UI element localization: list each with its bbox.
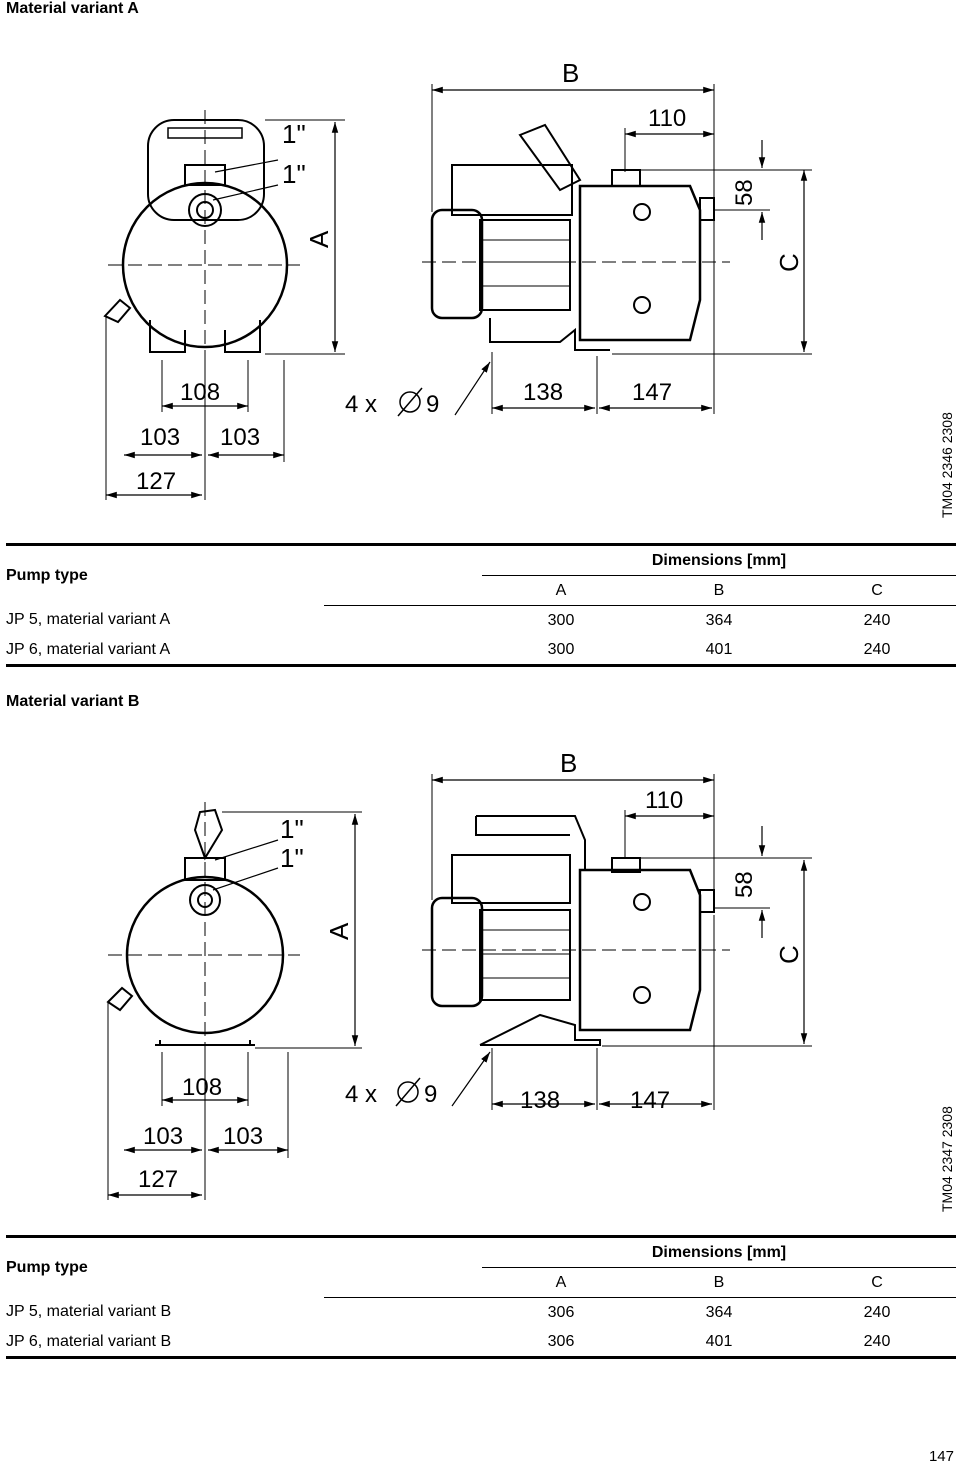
dim-138-label: 138: [520, 1087, 560, 1114]
dim-103-right-label: 103: [223, 1123, 263, 1150]
thread-label-outer: 1": [280, 814, 304, 844]
pump-type-header: Pump type: [6, 543, 324, 606]
table-row: JP 6, material variant A 300 401 240: [6, 635, 956, 667]
dim-147-label: 147: [632, 379, 672, 406]
dim-c-cell: 240: [863, 1303, 891, 1321]
pump-type-cell: JP 5, material variant A: [6, 611, 171, 629]
col-a-header: A: [482, 575, 640, 606]
holes-prefix-label: 4 x: [345, 1081, 377, 1108]
dim-a-label: A: [324, 922, 354, 940]
dim-58-label: 58: [731, 871, 758, 898]
page-number: 147: [928, 1448, 954, 1465]
dimensions-table-b: Pump type Dimensions [mm] A B C JP 5, ma…: [6, 1235, 956, 1359]
col-b-header: B: [640, 575, 798, 606]
dim-a-cell: 306: [482, 1327, 640, 1359]
dim-a-cell: 300: [547, 611, 575, 629]
dim-127-label: 127: [136, 468, 176, 495]
thread-label-inner: 1": [280, 843, 304, 873]
dim-b-cell: 401: [640, 1327, 798, 1359]
dim-103-right-label: 103: [220, 424, 260, 451]
holes-value-label: 9: [426, 391, 439, 418]
dim-110-label: 110: [645, 787, 683, 814]
dim-b-cell: 401: [640, 635, 798, 667]
dim-103-left-label: 103: [143, 1123, 183, 1150]
dim-c-label: C: [774, 253, 804, 272]
dim-a-cell: 300: [482, 635, 640, 667]
dim-a-cell: 306: [547, 1303, 575, 1321]
dim-a-label: A: [304, 230, 334, 248]
pump-housing: [578, 868, 702, 1032]
section-b-heading: Material variant B: [6, 693, 140, 710]
dim-c-cell: 240: [798, 1327, 956, 1359]
thread-label-outer: 1": [282, 119, 306, 149]
pump-housing: [578, 184, 702, 342]
table-row: JP 5, material variant B 306 364 240: [6, 1298, 956, 1328]
dim-108-label: 108: [182, 1074, 222, 1101]
dim-b-cell: 364: [705, 1303, 733, 1321]
dimensions-header: Dimensions [mm]: [482, 1235, 956, 1268]
dim-c-cell: 240: [798, 635, 956, 667]
pump-drawing-variant-a: 1" 1" A 108 103 103 127 4 x 9 B 110 58 C…: [103, 58, 955, 518]
dim-108-label: 108: [180, 379, 220, 406]
pump-type-cell: JP 5, material variant B: [6, 1303, 172, 1321]
table-row: JP 6, material variant B 306 401 240: [6, 1327, 956, 1359]
dim-b-cell: 364: [705, 611, 733, 629]
pump-drawing-variant-b: 1" 1" A 108 103 103 127 4 x 9 B 110 58 C…: [106, 748, 955, 1212]
dim-103-left-label: 103: [140, 424, 180, 451]
table-row: JP 5, material variant A 300 364 240: [6, 606, 956, 636]
dim-c-cell: 240: [863, 611, 891, 629]
pump-type-cell: JP 6, material variant A: [6, 635, 324, 667]
col-a-header: A: [482, 1267, 640, 1298]
col-c-header: C: [798, 575, 956, 606]
col-c-header: C: [798, 1267, 956, 1298]
dim-138-label: 138: [523, 379, 563, 406]
dim-c-label: C: [774, 945, 804, 964]
figure-id-a: TM04 2346 2308: [939, 412, 955, 518]
section-a-heading: Material variant A: [6, 0, 139, 17]
handle-outline: [147, 119, 265, 221]
holes-value-label: 9: [424, 1081, 437, 1108]
thread-label-inner: 1": [282, 159, 306, 189]
dim-b-label: B: [560, 748, 577, 778]
pump-type-cell: JP 6, material variant B: [6, 1327, 324, 1359]
dimensions-header: Dimensions [mm]: [482, 543, 956, 576]
col-b-header: B: [640, 1267, 798, 1298]
dimensions-table-a: Pump type Dimensions [mm] A B C JP 5, ma…: [6, 543, 956, 667]
dim-147-label: 147: [630, 1087, 670, 1114]
dim-110-label: 110: [648, 105, 686, 132]
pump-type-header: Pump type: [6, 1235, 324, 1298]
dim-127-label: 127: [138, 1166, 178, 1193]
figure-id-b: TM04 2347 2308: [939, 1106, 955, 1212]
holes-prefix-label: 4 x: [345, 391, 377, 418]
dim-58-label: 58: [731, 179, 758, 206]
dim-b-label: B: [562, 58, 579, 88]
